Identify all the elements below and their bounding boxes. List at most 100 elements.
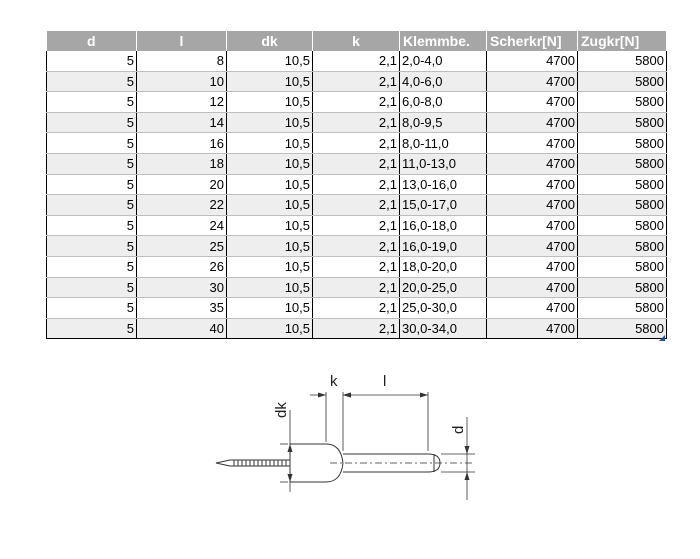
table-cell-k: 2,1 [312,71,400,93]
table-cell-l: 14 [136,112,227,134]
header-l: l [136,31,227,51]
table-cell-d: 5 [46,277,137,299]
table-cell-zugkrn: 5800 [577,174,667,196]
table-cell-l: 8 [136,51,227,72]
table-cell-scherkrn: 4700 [486,71,578,93]
table-cell-dk: 10,5 [226,112,313,134]
table-cell-klemmbe: 16,0-19,0 [399,235,487,257]
table-cell-dk: 10,5 [226,318,313,340]
table-cell-zugkrn: 5800 [577,277,667,299]
table-cell-l: 16 [136,132,227,154]
table-cell-scherkrn: 4700 [486,277,578,299]
table-cell-d: 5 [46,51,137,72]
table-cell-d: 5 [46,91,137,113]
table-cell-l: 24 [136,215,227,237]
header-zugkraft: Zugkr[N] [577,31,667,51]
table-cell-klemmbe: 13,0-16,0 [399,174,487,196]
table-cell-k: 2,1 [312,51,400,72]
table-cell-klemmbe: 2,0-4,0 [399,51,487,72]
table-cell-zugkrn: 5800 [577,215,667,237]
table-cell-zugkrn: 5800 [577,153,667,175]
table-cell-klemmbe: 30,0-34,0 [399,318,487,340]
header-dk: dk [226,31,313,51]
table-cell-klemmbe: 16,0-18,0 [399,215,487,237]
table-cell-zugkrn: 5800 [577,235,667,257]
table-cell-k: 2,1 [312,112,400,134]
table-cell-scherkrn: 4700 [486,215,578,237]
table-cell-scherkrn: 4700 [486,297,578,319]
table-cell-d: 5 [46,194,137,216]
table-cell-k: 2,1 [312,132,400,154]
table-cell-l: 40 [136,318,227,340]
label-d: d [450,426,467,434]
table-cell-l: 18 [136,153,227,175]
table-cell-k: 2,1 [312,215,400,237]
table-cell-scherkrn: 4700 [486,91,578,113]
table-cell-klemmbe: 8,0-9,5 [399,112,487,134]
table-header-row: d l dk k Klemmbe. Scherkr[N] Zugkr[N] [46,31,667,51]
table-cell-klemmbe: 4,0-6,0 [399,71,487,93]
table-cell-scherkrn: 4700 [486,51,578,72]
table-cell-l: 30 [136,277,227,299]
table-cell-klemmbe: 15,0-17,0 [399,194,487,216]
header-klemmbereich: Klemmbe. [399,31,487,51]
table-cell-zugkrn: 5800 [577,132,667,154]
table-cell-klemmbe: 6,0-8,0 [399,91,487,113]
table-cell-zugkrn: 5800 [577,112,667,134]
table-cell-dk: 10,5 [226,215,313,237]
table-cell-k: 2,1 [312,174,400,196]
table-cell-zugkrn: 5800 [577,51,667,72]
table-cell-l: 25 [136,235,227,257]
table-cell-k: 2,1 [312,153,400,175]
table-cell-k: 2,1 [312,297,400,319]
table-cell-d: 5 [46,153,137,175]
table-cell-dk: 10,5 [226,297,313,319]
table-cell-scherkrn: 4700 [486,318,578,340]
table-cell-l: 10 [136,71,227,93]
label-l: l [383,373,386,390]
table-cell-scherkrn: 4700 [486,256,578,278]
table-cell-zugkrn: 5800 [577,297,667,319]
table-cell-zugkrn: 5800 [577,318,667,340]
table-cell-k: 2,1 [312,277,400,299]
table-cell-d: 5 [46,132,137,154]
table-cell-klemmbe: 20,0-25,0 [399,277,487,299]
table-cell-scherkrn: 4700 [486,174,578,196]
header-k: k [312,31,400,51]
table-cell-scherkrn: 4700 [486,235,578,257]
table-cell-dk: 10,5 [226,194,313,216]
table-cell-zugkrn: 5800 [577,71,667,93]
table-cell-d: 5 [46,112,137,134]
table-cell-d: 5 [46,256,137,278]
table-cell-klemmbe: 25,0-30,0 [399,297,487,319]
table-cell-d: 5 [46,174,137,196]
resize-corner-icon [659,335,665,341]
table-cell-klemmbe: 18,0-20,0 [399,256,487,278]
table-cell-scherkrn: 4700 [486,153,578,175]
table-cell-scherkrn: 4700 [486,112,578,134]
table-cell-dk: 10,5 [226,235,313,257]
label-k: k [330,373,338,390]
table-cell-l: 20 [136,174,227,196]
table-cell-scherkrn: 4700 [486,132,578,154]
table-cell-l: 26 [136,256,227,278]
table-cell-l: 35 [136,297,227,319]
table-cell-dk: 10,5 [226,91,313,113]
table-cell-l: 12 [136,91,227,113]
table-cell-scherkrn: 4700 [486,194,578,216]
header-scherkraft: Scherkr[N] [486,31,578,51]
table-cell-dk: 10,5 [226,174,313,196]
table-cell-d: 5 [46,318,137,340]
table-cell-zugkrn: 5800 [577,194,667,216]
